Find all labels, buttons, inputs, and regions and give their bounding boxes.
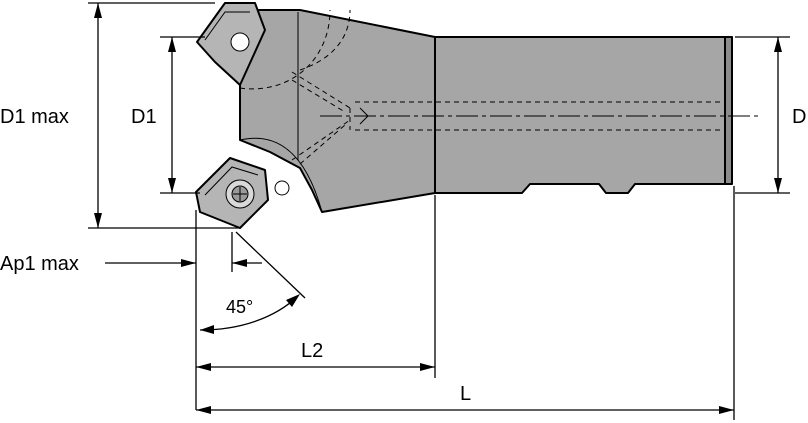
- label-d: D: [792, 106, 806, 128]
- label-angle: 45°: [226, 297, 253, 317]
- dim-l2: [196, 195, 436, 378]
- shank: [434, 36, 733, 194]
- label-l2: L2: [301, 340, 323, 362]
- lower-insert: [195, 157, 290, 229]
- label-d1: D1: [131, 106, 157, 128]
- upper-insert: [196, 2, 266, 86]
- dim-ap1-max: [105, 210, 262, 410]
- cutter-head: [239, 9, 436, 213]
- dim-d1: [160, 36, 205, 194]
- dim-l: [196, 186, 735, 420]
- dim-d: [735, 36, 790, 194]
- dim-d1-max: [88, 2, 240, 229]
- label-d1-max: D1 max: [0, 106, 69, 128]
- label-l: L: [460, 383, 471, 405]
- label-ap1-max: Ap1 max: [0, 253, 79, 275]
- dim-angle-45: [199, 231, 306, 334]
- coolant-channels: [291, 71, 725, 165]
